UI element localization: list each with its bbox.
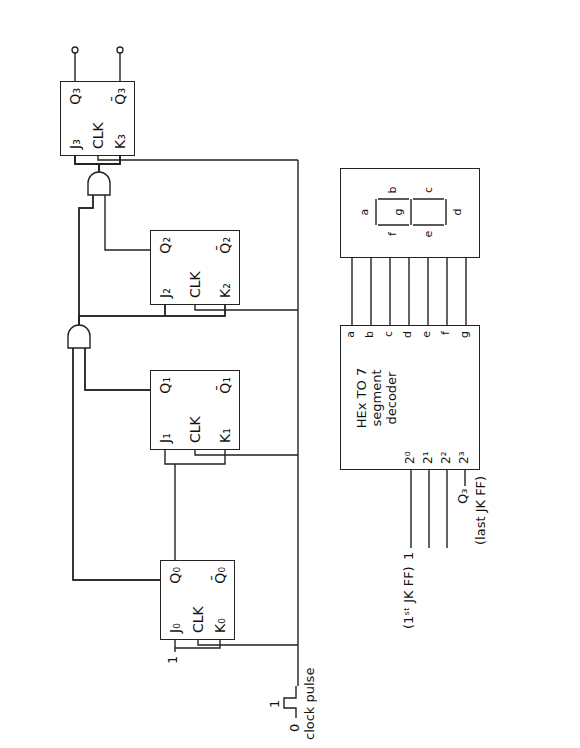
segment-bar [378,198,409,199]
pin-label: J₀ [167,623,183,633]
pin-label: 2¹ [422,452,436,464]
pin-label: 2³ [458,452,472,464]
input-wire [428,470,429,548]
segment-bar [445,199,446,225]
wire [79,305,225,390]
wire [370,258,371,325]
and-gate [88,172,110,195]
jk-flip-flop: J₁ CLK K₁ Q₁ Q̄₁ [150,370,240,450]
jk-flip-flop: J₃ CLK K₃ Q₃ Q̄₃ [60,81,135,156]
jk-flip-flop: J₀ CLK K₀ Q₀ Q̄₀ [160,560,235,640]
pin-label: a [345,331,358,338]
wire [389,258,390,325]
pin-label: K₃ [112,134,128,149]
output-terminal [117,47,123,53]
wire [75,156,150,390]
wire [75,156,150,250]
segment-label: d [452,209,465,216]
segment-bar [413,198,444,199]
wire [73,305,225,580]
clock-pin-label: CLK [90,122,106,149]
output-wire [119,53,120,81]
wire [73,156,160,580]
segment-bar [413,224,444,225]
pin-label: Q̄₁ [217,377,233,394]
pin-label: e [421,331,434,338]
input-wire [464,470,465,486]
pin-label: K₂ [217,283,233,298]
signal-name: Q₃ [456,489,471,504]
pin-label: Q₂ [157,237,173,254]
seven-segment-display: a b c d e f g [340,168,480,258]
segment-label: g [393,209,406,216]
pin-label: J₃ [67,139,83,149]
input-value: 1 [402,552,417,560]
pin-label: g [459,331,472,338]
pin-label: J₂ [157,288,173,298]
signal-name: clock pulse [303,668,318,740]
segment-label: a [359,209,372,216]
pin-label: K₁ [217,428,233,443]
segment-label: f [387,232,400,236]
pin-label: Q₃ [67,88,83,105]
pin-label: Q̄₂ [217,237,233,254]
decoder-box: HEx TO 7 segment decoder 2⁰ 2¹ 2² 2³ abcde f g [340,325,480,470]
pin-label: b [364,331,377,338]
note-text: (1ˢᵗ JK FF) [402,566,417,629]
jk-flip-flop: J₂ CLK K₂ Q₂ Q̄₂ [150,230,240,305]
pin-label: d [402,331,415,338]
pin-label: f [440,331,453,335]
output-terminal [72,47,78,53]
wire [427,258,428,325]
segment-label: e [423,231,436,238]
wire [408,258,409,325]
pin-label: 2⁰ [404,452,418,464]
clock-pin-label: CLK [187,416,203,443]
note-text: (last JK FF) [474,476,489,545]
decoder-title: HEx TO 7 segment decoder [355,349,400,447]
segment-label: b [387,187,400,194]
clock-pin-label: CLK [187,271,203,298]
segment-bar [410,199,411,225]
input-wire [410,470,411,548]
input-value: 1 [166,656,181,664]
segment-bar [378,224,409,225]
pin-label: c [383,331,396,337]
pin-label: K₀ [212,618,228,633]
output-wire [74,53,75,81]
pulse-symbol [284,686,296,718]
pin-label: Q̄₀ [212,567,228,584]
pin-label: Q̄₃ [112,88,128,105]
pulse-level: 0 [288,724,303,732]
and-gate [68,325,90,348]
wire [165,450,225,560]
pin-label: Q₁ [157,377,173,394]
wire [446,258,447,325]
pin-label: Q₀ [167,567,183,584]
wire [351,258,352,325]
pulse-level: 1 [268,700,283,708]
segment-label: c [423,187,436,193]
pin-label: J₁ [157,433,173,443]
clock-line [98,156,298,686]
input-wire [446,470,447,548]
pin-label: 2² [440,452,454,464]
input-wire [175,640,220,652]
segment-bar [375,199,376,225]
wire [465,258,466,325]
clock-pin-label: CLK [190,606,206,633]
